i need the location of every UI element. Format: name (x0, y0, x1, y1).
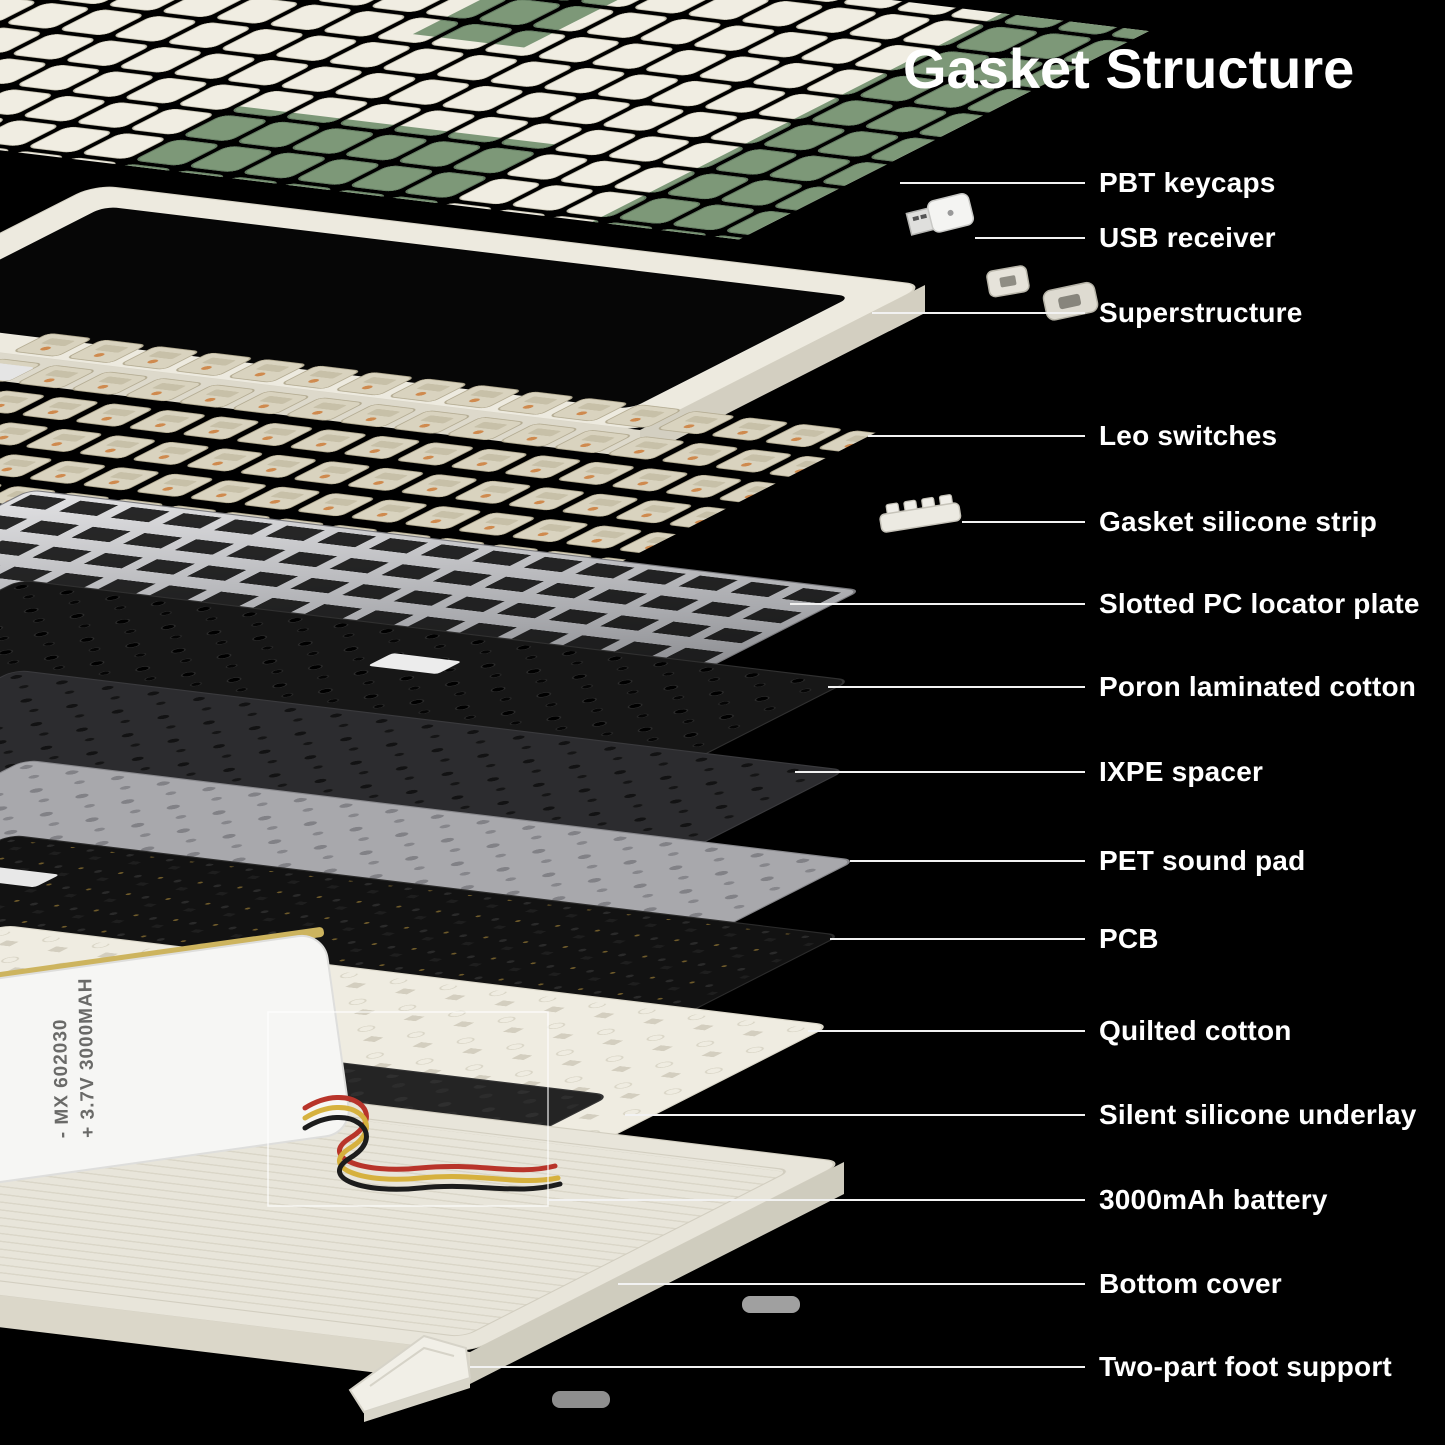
callout-line (795, 771, 1085, 773)
callout-silicone-underlay: Silent silicone underlay (625, 1098, 1417, 1132)
accent-green-keys (412, 0, 623, 48)
foot-support-wedge (348, 1334, 472, 1422)
callout-line (470, 1366, 1085, 1368)
callout-pet-pad: PET sound pad (850, 844, 1305, 878)
callout-line (548, 1199, 1085, 1201)
callout-line (975, 237, 1085, 239)
usb-receiver-icon (905, 193, 975, 236)
callout-line (828, 686, 1085, 688)
superstructure-clip (1042, 281, 1099, 321)
callout-quilted-cotton: Quilted cotton (808, 1014, 1292, 1048)
callout-line (618, 1283, 1085, 1285)
callout-line (962, 521, 1085, 523)
foot-support-pad (742, 1296, 800, 1313)
bottom-cover-side-face (470, 1162, 844, 1384)
battery-wires (302, 1095, 563, 1192)
foot-support-pad (552, 1391, 610, 1408)
callout-pbt-keycaps: PBT keycaps (900, 166, 1276, 200)
bottom-cover-front-face (0, 1295, 470, 1384)
numpad-green-keys (592, 13, 1149, 240)
battery: - MX 602030 + 3.7V 3000MAH (0, 927, 350, 1186)
callout-gasket-strip: Gasket silicone strip (962, 505, 1377, 539)
callout-ixpe-spacer: IXPE spacer (795, 755, 1263, 789)
layer-leo-switches (0, 330, 881, 576)
callout-poron-cotton: Poron laminated cotton (828, 670, 1416, 704)
callout-superstructure: Superstructure (872, 296, 1303, 330)
callout-line (872, 312, 1085, 314)
callout-pcb: PCB (830, 922, 1159, 956)
connector-block (0, 360, 34, 381)
connector-block (369, 653, 460, 674)
callout-bottom-cover: Bottom cover (618, 1267, 1282, 1301)
battery-label-text: - MX 602030 + 3.7V 3000MAH (49, 977, 99, 1138)
callout-line (900, 182, 1085, 184)
callout-battery: 3000mAh battery (548, 1183, 1328, 1217)
callout-leo-switches: Leo switches (868, 419, 1277, 453)
nav-green-keys (123, 106, 557, 204)
callout-line (790, 603, 1085, 605)
callout-line (808, 1030, 1085, 1032)
callout-line (868, 435, 1085, 437)
page-title: Gasket Structure (903, 37, 1355, 100)
battery-callout-box (267, 1011, 549, 1207)
callout-pc-plate: Slotted PC locator plate (790, 587, 1420, 621)
callout-foot-support: Two-part foot support (470, 1350, 1392, 1384)
callout-usb-receiver: USB receiver (975, 221, 1276, 255)
layer-pbt-keycaps (0, 0, 1149, 240)
callout-line (830, 938, 1085, 940)
connector-block (0, 867, 58, 887)
callout-line (850, 860, 1085, 862)
gasket-silicone-strip (879, 494, 962, 533)
callout-line (625, 1114, 1085, 1116)
superstructure-clip (986, 265, 1030, 298)
